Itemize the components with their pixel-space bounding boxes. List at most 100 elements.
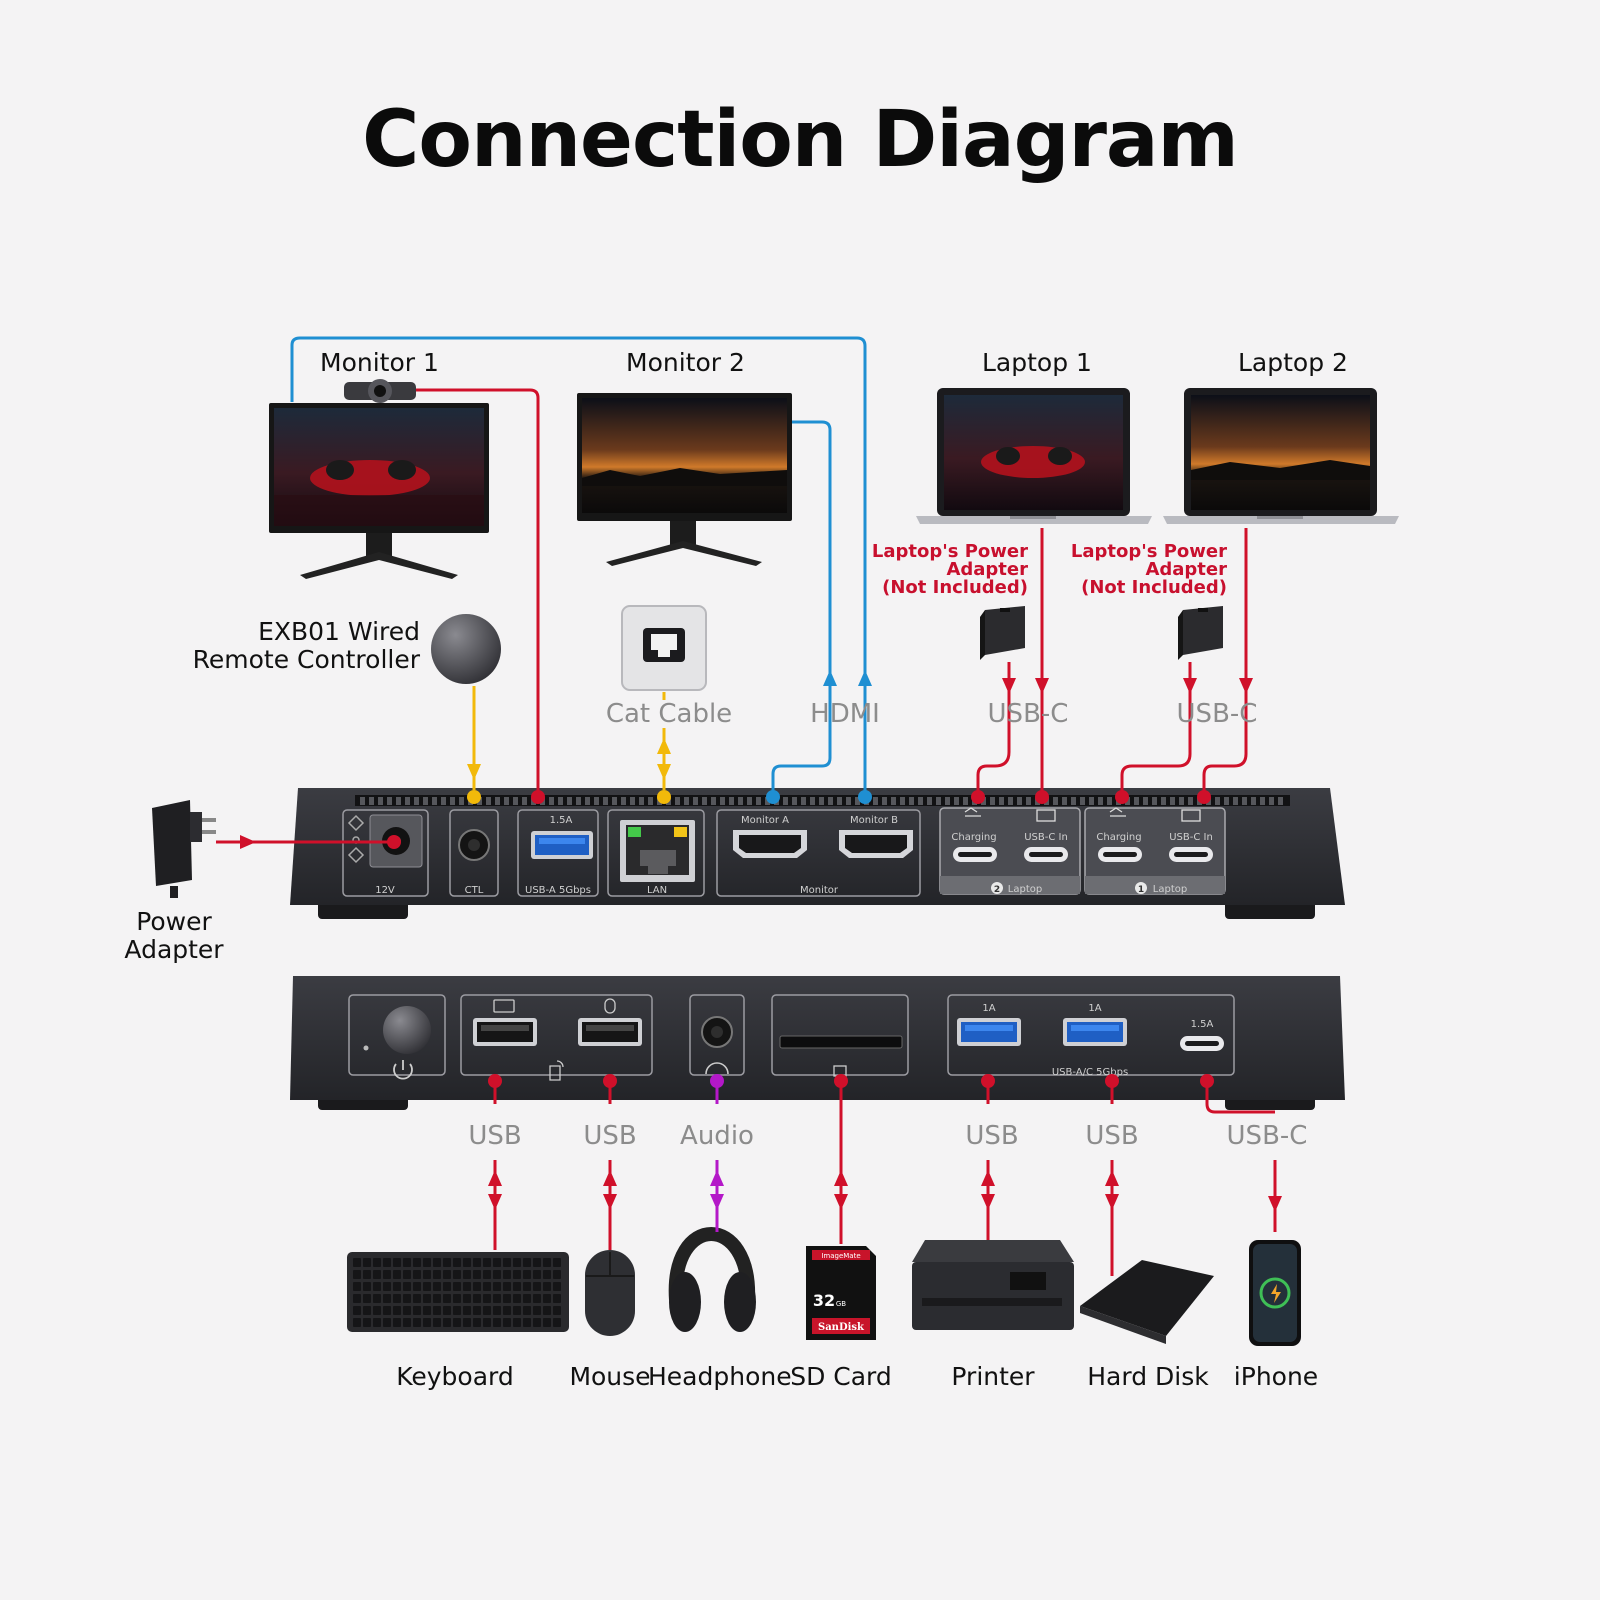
keyboard-key (493, 1306, 501, 1315)
ethernet-icon (621, 605, 707, 691)
vent-slot (630, 797, 635, 805)
charging-icon (964, 807, 981, 817)
laptop-1-adapter-cable (976, 662, 1011, 797)
usba-port-box (517, 809, 599, 897)
rear-usb-a-port[interactable] (531, 831, 593, 859)
vent-slot (522, 797, 527, 805)
front-usb-group-box (947, 994, 1235, 1076)
laptop-group-label: Laptop (1153, 884, 1187, 895)
front-usb-keyboard-port[interactable] (473, 1018, 537, 1046)
mouse-device (585, 1250, 635, 1336)
arrow-down-icon (1002, 678, 1016, 694)
keyboard-key (403, 1306, 411, 1315)
arrow-bidirectional-icon (981, 1170, 995, 1210)
keyboard-key (533, 1258, 541, 1267)
keyboard-key (493, 1270, 501, 1279)
hdmi-port-a[interactable] (733, 830, 807, 858)
charging-icon (1109, 807, 1126, 817)
vent-slot (882, 797, 887, 805)
vent-slot (963, 797, 968, 805)
connection-dots (387, 790, 1214, 1088)
hdmi-label: HDMI (810, 699, 880, 729)
svg-text:2: 2 (994, 885, 1000, 895)
laptop-2-label: Laptop 2 (1238, 348, 1348, 377)
keyboard-key (463, 1270, 471, 1279)
keyboard-key (533, 1294, 541, 1303)
laptop-1-charging-port[interactable] (1098, 847, 1142, 862)
mouse-cable-label: USB (583, 1121, 637, 1151)
laptop-2-charging-port[interactable] (953, 847, 997, 862)
keyboard-key (403, 1318, 411, 1327)
keyboard-key (483, 1270, 491, 1279)
headphone-label: Headphone (648, 1362, 792, 1391)
arrow-down-icon (1183, 678, 1197, 694)
keyboard-key (553, 1306, 561, 1315)
vent-slot (1143, 797, 1148, 805)
ctl-label: CTL (465, 885, 484, 896)
power-button[interactable] (383, 1006, 431, 1054)
vent-slot (738, 797, 743, 805)
hdmi-port-b[interactable] (839, 830, 913, 858)
keyboard-key (553, 1294, 561, 1303)
keyboard-key (493, 1294, 501, 1303)
front-usb-mouse-port[interactable] (578, 1018, 642, 1046)
vent-slot (783, 797, 788, 805)
keyboard-key (403, 1258, 411, 1267)
vent-slot (549, 797, 554, 805)
keyboard-key (383, 1270, 391, 1279)
svg-text:ImageMate: ImageMate (821, 1252, 860, 1260)
keyboard-key (363, 1270, 371, 1279)
vent-slot (846, 797, 851, 805)
keyboard-key (503, 1318, 511, 1327)
vent-slot (1224, 797, 1229, 805)
svg-text:1: 1 (1138, 885, 1144, 895)
lan-label: LAN (647, 885, 667, 896)
keyboard-key (403, 1282, 411, 1291)
monitor-2-label: Monitor 2 (626, 348, 745, 377)
arrow-bidirectional-icon (488, 1170, 502, 1210)
arrow-bidirectional-icon (657, 738, 671, 780)
keyboard-key (523, 1318, 531, 1327)
vent-slot (711, 797, 716, 805)
power-icon (393, 1060, 413, 1080)
svg-text:SanDisk: SanDisk (818, 1322, 865, 1333)
svg-text:32: 32 (813, 1291, 835, 1310)
usbc-label-1: USB-C (987, 699, 1069, 729)
lan-port-box (607, 809, 705, 897)
remote-controller-label: EXB01 Wired Remote Controller (192, 617, 420, 674)
keyboard-key (433, 1318, 441, 1327)
vent-slot (747, 797, 752, 805)
front-usb-a-port-1[interactable] (957, 1018, 1021, 1046)
dc-port-box (342, 809, 429, 897)
front-usb-c-port[interactable] (1180, 1036, 1224, 1051)
keyboard-key (513, 1306, 521, 1315)
printer-label: Printer (951, 1362, 1035, 1391)
front-usb-a-port-2[interactable] (1063, 1018, 1127, 1046)
usbc-in-label: USB-C In (1024, 832, 1068, 843)
vent-slot (576, 797, 581, 805)
keyboard-key (523, 1306, 531, 1315)
audio-jack[interactable] (701, 1016, 733, 1048)
keyboard-key (433, 1282, 441, 1291)
vent-slot (387, 797, 392, 805)
keyboard-key (403, 1294, 411, 1303)
sd-card-label: SD Card (790, 1362, 892, 1391)
vent-slot (648, 797, 653, 805)
vent-slot (1215, 797, 1220, 805)
vent-slot (405, 797, 410, 805)
lan-port[interactable] (620, 820, 695, 882)
ctl-port[interactable] (458, 829, 490, 861)
vent-slot (819, 797, 824, 805)
laptop-1-usbc-in-port[interactable] (1169, 847, 1213, 862)
keyboard-key (503, 1294, 511, 1303)
sd-card-slot[interactable] (779, 1035, 903, 1049)
laptop-2-usbc-in-port[interactable] (1024, 847, 1068, 862)
vent-slot (603, 797, 608, 805)
printer-cable-label: USB (965, 1121, 1019, 1151)
charging-label: Charging (951, 832, 996, 843)
vent-slot (612, 797, 617, 805)
wireless-dongle-icon (549, 1060, 564, 1081)
keyboard-key (443, 1282, 451, 1291)
keyboard-key (363, 1258, 371, 1267)
keyboard-key (413, 1270, 421, 1279)
